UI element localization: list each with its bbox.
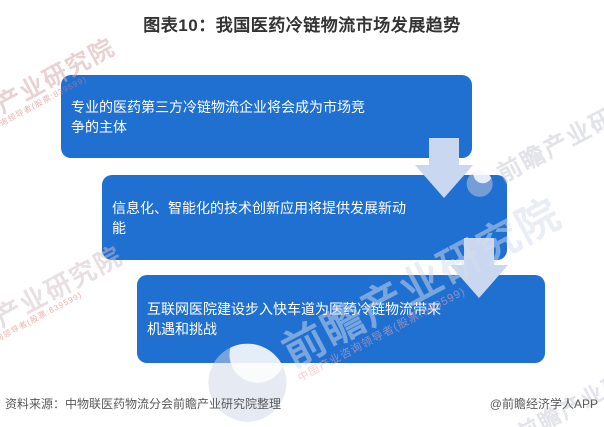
flow-step-2-label: 信息化、智能化的技术创新应用将提供发展新动能	[112, 199, 406, 236]
page-title: 图表10：我国医药冷链物流市场发展趋势	[143, 16, 461, 35]
down-arrow-icon	[415, 165, 473, 198]
flow-step-1: 专业的医药第三方冷链物流企业将会成为市场竞争的主体	[61, 75, 472, 158]
flow-step-3-label: 互联网医院建设步入快车道为医药冷链物流带来机遇和挑战	[147, 301, 441, 337]
credit-note: @前瞻经济学人APP	[489, 397, 598, 411]
down-arrow-icon	[464, 238, 494, 266]
flow-step-1-label: 专业的医药第三方冷链物流企业将会成为市场竞争的主体	[71, 98, 365, 135]
down-arrow-icon	[429, 138, 459, 166]
down-arrow-icon	[450, 265, 508, 298]
watermark-text: 前瞻产业研究院	[493, 78, 604, 189]
source-note: 资料来源：中物联医药物流分会前瞻产业研究院整理	[5, 397, 282, 411]
watermark: 前瞻产业研究院 中国产业咨询领导者(股票:839599)	[0, 240, 131, 366]
watermark-subtext: 中国产业咨询领导者(股票:839599)	[0, 290, 84, 366]
